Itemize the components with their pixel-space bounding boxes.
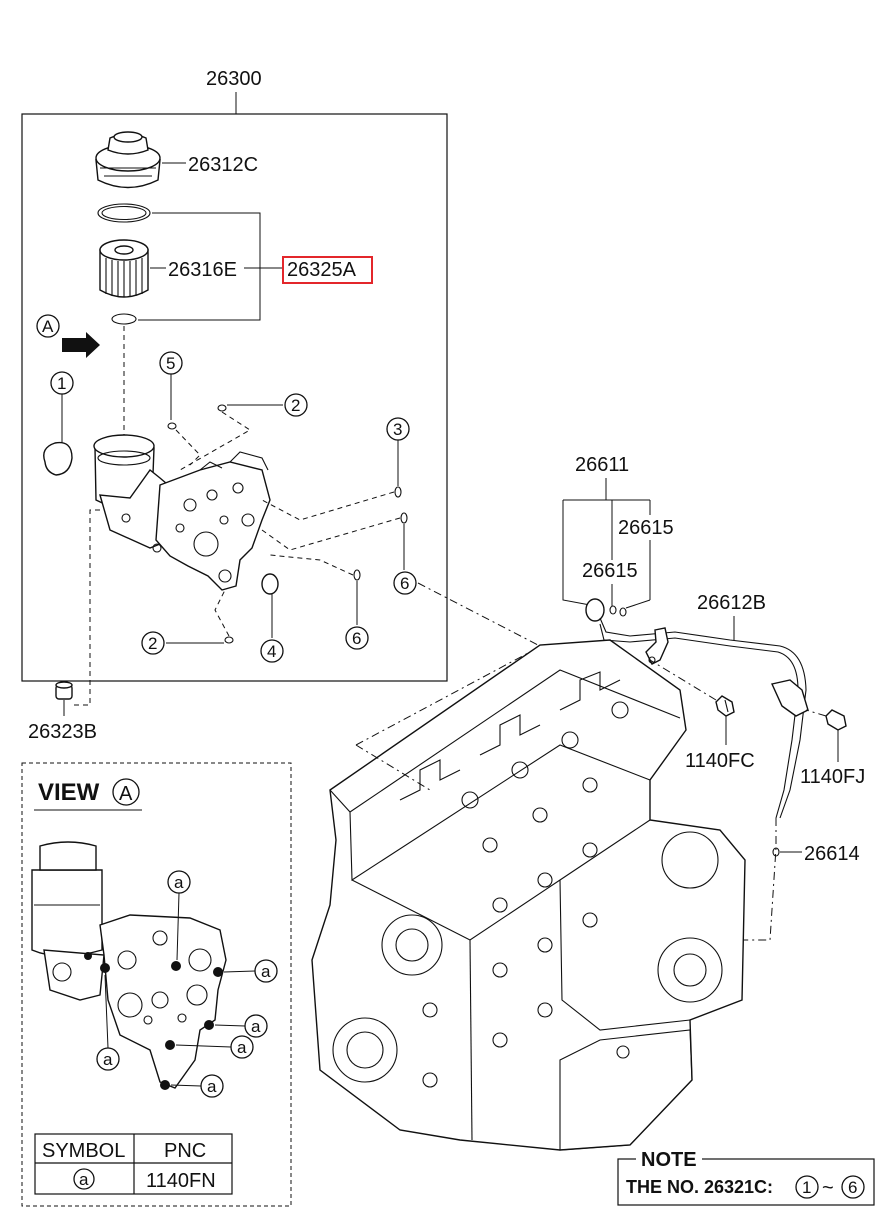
oil-filter-cap-icon bbox=[95, 131, 161, 189]
label-cap-26312c[interactable]: 26312C bbox=[188, 154, 258, 176]
callout-2-upper: 2 bbox=[291, 396, 300, 415]
label-filter-26316e[interactable]: 26316E bbox=[168, 259, 237, 281]
callout-1: 1 bbox=[57, 374, 66, 393]
callout-2-lower: 2 bbox=[148, 634, 157, 653]
table-pnc-1140fn[interactable]: 1140FN bbox=[146, 1170, 216, 1192]
plug-icon bbox=[55, 681, 73, 700]
callout-4: 4 bbox=[267, 642, 276, 661]
table-symbol-a: a bbox=[79, 1170, 89, 1189]
view-letter: A bbox=[119, 783, 133, 805]
callout-view-a: A bbox=[42, 317, 54, 336]
label-assembly-26300[interactable]: 26300 bbox=[206, 68, 262, 90]
view-a-panel bbox=[21, 762, 292, 1207]
oring-large-icon bbox=[97, 203, 151, 223]
gasket-icon bbox=[43, 441, 73, 476]
callout-6-lower: 6 bbox=[352, 629, 361, 648]
callout-a-2: a bbox=[261, 962, 271, 981]
seal-icon bbox=[261, 573, 279, 595]
callout-3: 3 bbox=[393, 420, 402, 439]
table-header-pnc: PNC bbox=[164, 1140, 206, 1162]
callout-a-5: a bbox=[207, 1077, 217, 1096]
bolt-1140fj-icon bbox=[825, 709, 847, 731]
dipstick-guide-tube-icon bbox=[585, 598, 809, 819]
callout-a-1: a bbox=[174, 873, 184, 892]
symbol-table bbox=[34, 1133, 233, 1195]
table-header-symbol: SYMBOL bbox=[42, 1140, 125, 1162]
label-filter-kit-26325a[interactable]: 26325A bbox=[287, 259, 357, 281]
label-oring-26615-upper[interactable]: 26615 bbox=[618, 517, 674, 539]
callout-a-6: a bbox=[103, 1050, 113, 1069]
assembly-box bbox=[21, 113, 448, 682]
housing-view-a-icon bbox=[31, 841, 227, 1090]
callout-6-right: 6 bbox=[400, 574, 409, 593]
label-oring-26615-lower[interactable]: 26615 bbox=[582, 560, 638, 582]
view-title: VIEW bbox=[38, 779, 100, 806]
note-range-start: 1 bbox=[802, 1178, 811, 1197]
view-direction-arrow-icon bbox=[62, 332, 100, 358]
label-dipstick-26612b[interactable]: 26612B bbox=[697, 592, 766, 614]
label-oring-26614[interactable]: 26614 bbox=[804, 843, 860, 865]
label-bolt-1140fc[interactable]: 1140FC bbox=[685, 750, 755, 772]
filter-element-icon bbox=[99, 239, 149, 298]
highlight-box bbox=[282, 256, 373, 284]
note-box bbox=[617, 1158, 875, 1206]
callout-5: 5 bbox=[166, 354, 175, 373]
oring-small-icon bbox=[111, 313, 137, 325]
engine-block-icon bbox=[311, 639, 746, 1151]
note-text: THE NO. 26321C: bbox=[626, 1177, 773, 1197]
label-plug-26323b[interactable]: 26323B bbox=[28, 721, 97, 743]
callout-a-4: a bbox=[237, 1038, 247, 1057]
oil-filter-housing-icon bbox=[93, 434, 271, 591]
callout-a-3: a bbox=[251, 1017, 261, 1036]
note-range-sep: ~ bbox=[822, 1177, 834, 1199]
note-title: NOTE bbox=[641, 1149, 697, 1171]
note-range-end: 6 bbox=[848, 1178, 857, 1197]
label-guide-26611[interactable]: 26611 bbox=[575, 454, 629, 476]
bolt-1140fc-icon bbox=[715, 695, 735, 717]
label-bolt-1140fj[interactable]: 1140FJ bbox=[800, 766, 865, 788]
